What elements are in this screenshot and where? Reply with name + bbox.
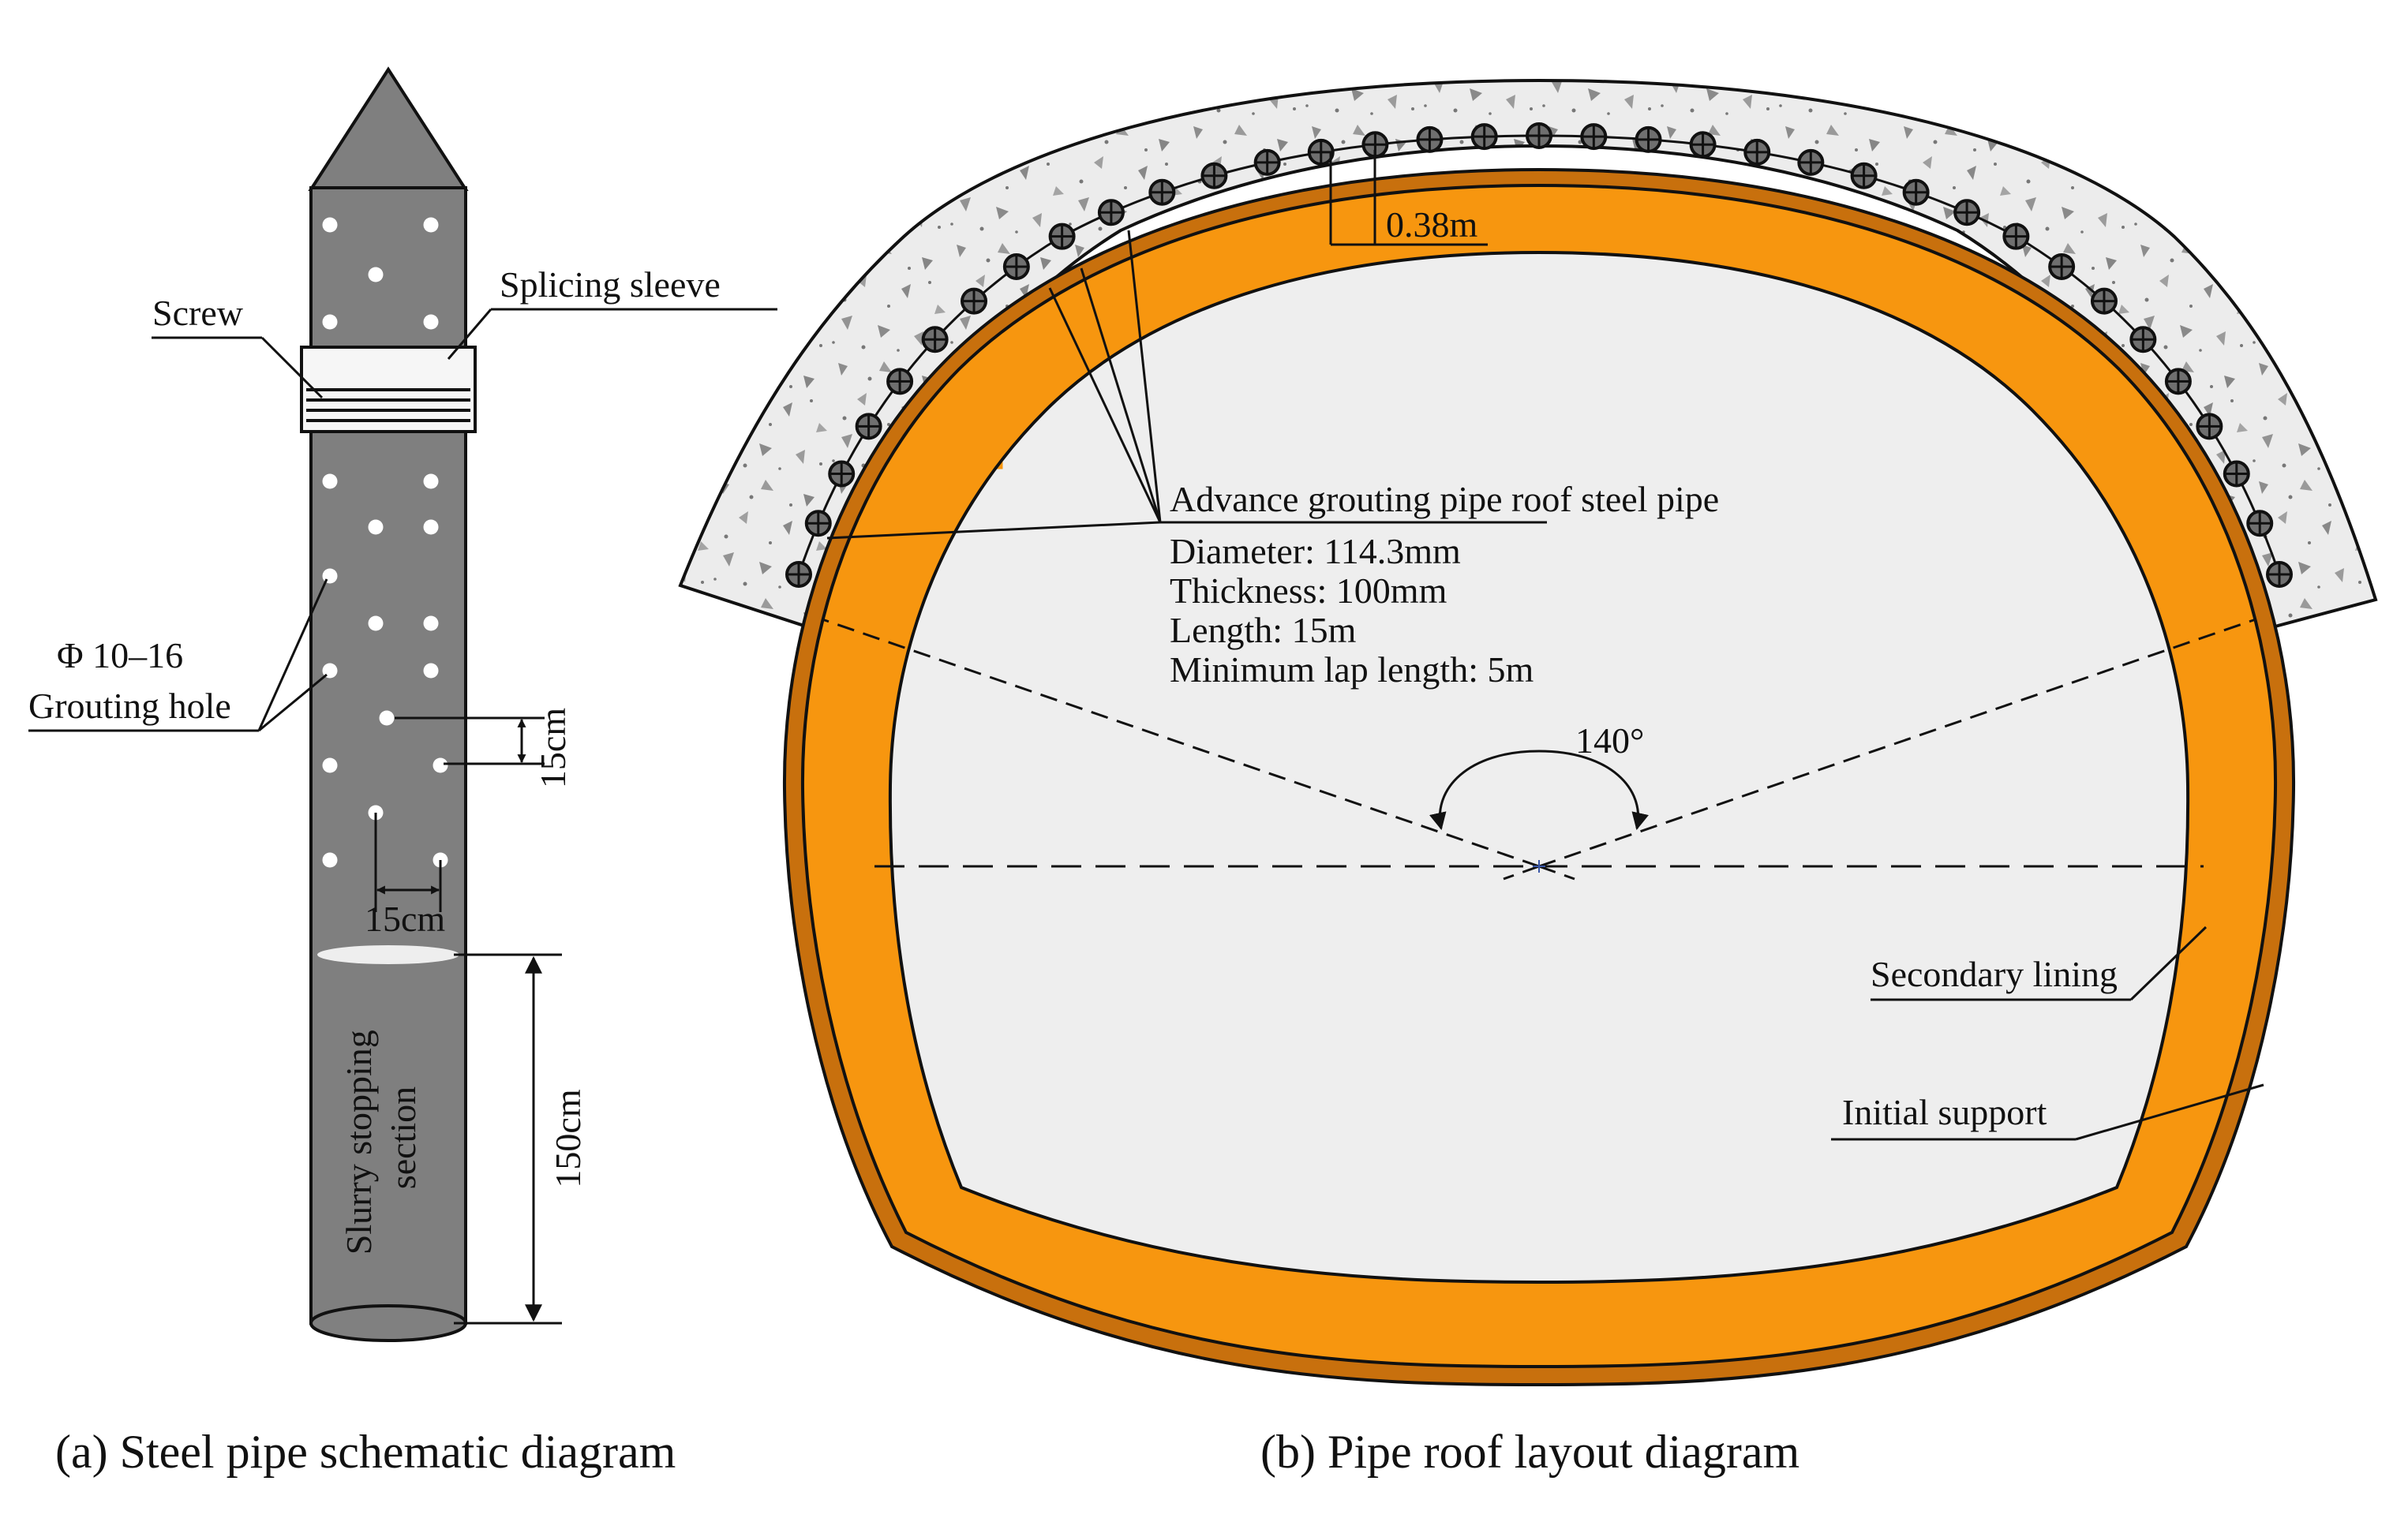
circled-cross-icon	[828, 460, 856, 488]
steel-pipe-panel: Slurry stopping section Screw Splicing s…	[28, 66, 777, 1478]
splicing-sleeve-label: Splicing sleeve	[500, 264, 721, 305]
circled-cross-icon	[1689, 131, 1717, 159]
circled-cross-icon	[1953, 199, 1981, 226]
circled-cross-icon	[1797, 148, 1825, 176]
secondary-lining-label: Secondary lining	[1871, 954, 2118, 994]
circled-cross-icon	[1097, 199, 1125, 226]
circled-cross-icon	[785, 561, 812, 588]
screw-label: Screw	[152, 293, 244, 333]
circled-cross-icon	[804, 510, 832, 537]
vertical-spacing-dimension	[395, 716, 545, 765]
pipe-bottom-opening	[309, 1304, 467, 1342]
pipe-title-label: Advance grouting pipe roof steel pipe	[1170, 479, 1719, 519]
circled-cross-icon	[886, 368, 914, 395]
circled-cross-icon	[1200, 162, 1228, 189]
circled-cross-icon	[2129, 326, 2157, 353]
circled-cross-icon	[1850, 162, 1878, 189]
grout-hole-icon	[322, 217, 448, 868]
circled-cross-icon	[1635, 125, 1662, 153]
center-marker	[1533, 860, 1545, 873]
pipe-callout-lines	[826, 230, 1547, 540]
angle-arc	[1429, 750, 1649, 831]
circled-cross-icon	[1580, 123, 1608, 151]
circled-cross-icon	[2164, 368, 2192, 395]
circled-cross-icon	[1002, 252, 1030, 280]
angle-guide-lines	[822, 618, 2256, 881]
circled-cross-icon	[2223, 460, 2250, 488]
circled-cross-icon	[1526, 122, 1553, 149]
steel-pipe: Slurry stopping section	[300, 66, 477, 1342]
circled-cross-icon	[2266, 561, 2293, 588]
pipe-roof-panel: 140° 0.38m Advance grouting pipe roof st…	[678, 78, 2378, 1478]
circled-cross-icon	[1307, 138, 1335, 166]
circled-cross-icon	[1048, 223, 1076, 250]
screw-thread-lines	[306, 388, 470, 422]
pipe-thickness-label: Thickness: 100mm	[1170, 570, 1447, 611]
grouting-hole-label: Grouting hole	[28, 686, 231, 726]
pipe-spacing-label: 0.38m	[1386, 204, 1478, 245]
slurry-stop-boundary	[317, 945, 459, 964]
circled-cross-icon	[2048, 252, 2076, 280]
pipe-nodes	[785, 122, 2293, 588]
pipe-pointed-tip	[308, 66, 469, 191]
panel-b-caption: (b) Pipe roof layout diagram	[1260, 1426, 1799, 1478]
circled-cross-icon	[921, 326, 949, 353]
tunnel-interior	[888, 250, 2190, 1285]
stopping-length-dimension	[454, 953, 562, 1325]
slurry-stopping-label: Slurry stopping section	[339, 1021, 423, 1255]
circled-cross-icon	[2196, 413, 2223, 440]
circled-cross-icon	[2090, 287, 2118, 315]
circled-cross-icon	[2246, 510, 2274, 537]
circled-cross-icon	[961, 287, 988, 315]
pipe-diameter-label: Diameter: 114.3mm	[1170, 531, 1461, 571]
angle-label: 140°	[1575, 720, 1644, 761]
circled-cross-icon	[1743, 138, 1771, 166]
circled-cross-icon	[855, 413, 882, 440]
circled-cross-icon	[2002, 223, 2030, 250]
circled-cross-icon	[1902, 178, 1930, 206]
horizontal-spacing-label: 15cm	[365, 899, 445, 939]
circled-cross-icon	[1470, 123, 1498, 151]
circled-cross-icon	[1416, 125, 1444, 153]
hole-diameter-label: Φ 10–16	[57, 635, 183, 675]
circled-cross-icon	[1253, 148, 1281, 176]
horizontal-spacing-dimension	[374, 813, 442, 912]
pipe-lap-length-label: Minimum lap length: 5m	[1170, 649, 1534, 690]
initial-support-label: Initial support	[1842, 1092, 2047, 1132]
panel-a-caption: (a) Steel pipe schematic diagram	[55, 1426, 676, 1478]
vertical-spacing-label: 15cm	[533, 708, 573, 788]
pipe-spacing-dimension	[1329, 150, 1488, 246]
circled-cross-icon	[1148, 178, 1176, 206]
pipe-length-label: Length: 15m	[1170, 610, 1357, 650]
stopping-length-label: 150cm	[548, 1089, 588, 1187]
